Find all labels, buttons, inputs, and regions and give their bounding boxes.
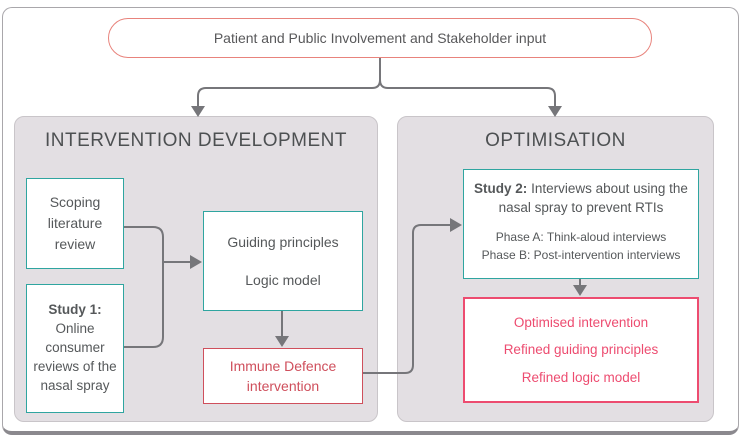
guiding-principles-label: Guiding principles: [227, 233, 339, 250]
intervention-development-panel: INTERVENTION DEVELOPMENT Scoping literat…: [14, 116, 378, 422]
refined-guiding-principles-label: Refined guiding principles: [503, 342, 659, 358]
study2-phase-a: Phase A: Think-aloud interviews: [495, 229, 667, 244]
study1-box: Study 1: Online consumer reviews of the …: [26, 284, 124, 413]
optimised-intervention-label: Optimised intervention: [513, 314, 649, 330]
outcomes-box: Optimised intervention Refined guiding p…: [463, 297, 699, 403]
study2-box: Study 2: Interviews about using the nasa…: [463, 169, 699, 279]
immune-defence-box: Immune Defence intervention: [203, 348, 363, 404]
immune-defence-label: Immune Defence intervention: [229, 357, 337, 394]
study2-body: Interviews about using the nasal spray t…: [498, 181, 688, 215]
ppi-stakeholder-label: Patient and Public Involvement and Stake…: [213, 30, 547, 46]
optimisation-title: OPTIMISATION: [485, 130, 626, 151]
optimisation-panel: OPTIMISATION Study 2: Interviews about u…: [397, 116, 714, 422]
refined-logic-model-label: Refined logic model: [521, 369, 641, 385]
study2-phase-b: Phase B: Post-intervention interviews: [481, 247, 681, 262]
scoping-review-label: Scoping literature review: [47, 194, 103, 252]
scoping-review-box: Scoping literature review: [26, 178, 124, 269]
study2-lead: Study 2: Interviews about using the nasa…: [474, 180, 688, 218]
study2-title: Study 2:: [474, 181, 528, 196]
ppi-stakeholder-box: Patient and Public Involvement and Stake…: [108, 18, 652, 58]
logic-model-label: Logic model: [245, 272, 321, 288]
study2-phases: Phase A: Think-aloud interviews Phase B:…: [482, 228, 681, 264]
guiding-principles-box: Guiding principles Logic model: [203, 211, 363, 311]
study1-body: Online consumer reviews of the nasal spr…: [33, 321, 117, 393]
intervention-development-title: INTERVENTION DEVELOPMENT: [45, 130, 347, 151]
study1-title: Study 1:: [48, 302, 102, 318]
